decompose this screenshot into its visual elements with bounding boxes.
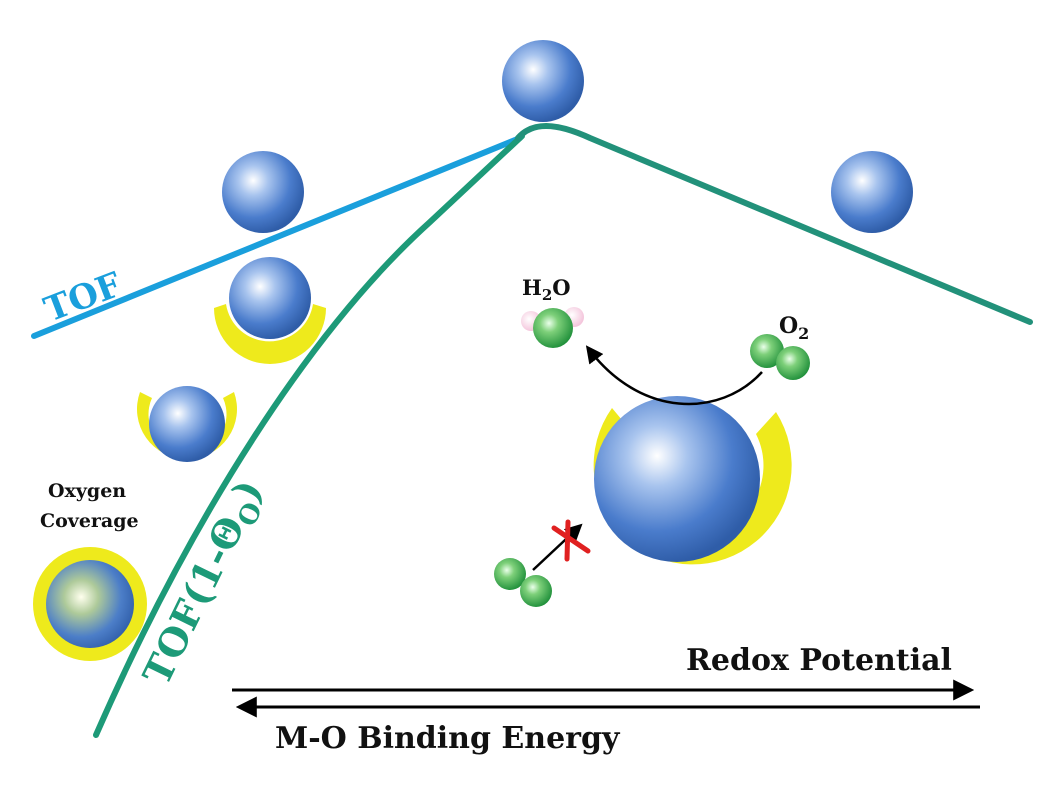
- sphere-large-coverage: [593, 396, 792, 565]
- volcano-right-branch: [515, 123, 1033, 325]
- sphere-medium-coverage: [136, 386, 237, 462]
- tof-theta-curve: [93, 133, 525, 738]
- bare-sphere-right: [831, 151, 913, 233]
- o2-label: O2: [779, 313, 809, 343]
- o2-molecule-blocked: [494, 558, 552, 607]
- bare-sphere-left: [222, 151, 304, 233]
- sphere-full-coverage: [33, 547, 147, 661]
- cross-mark-icon: [551, 519, 591, 562]
- oxygen-label: Oxygen: [48, 480, 126, 502]
- sphere-low-coverage: [214, 257, 326, 364]
- o2-molecule: [750, 334, 810, 380]
- curved-arrow-icon: [585, 345, 763, 406]
- binding-energy-label: M-O Binding Energy: [275, 721, 621, 756]
- h2o-label: H2O: [522, 275, 571, 304]
- blocked-adsorption-arrow: [532, 523, 583, 571]
- redox-potential-label: Redox Potential: [686, 643, 952, 678]
- coverage-label: Coverage: [40, 510, 139, 532]
- tof-label: TOF: [39, 265, 127, 331]
- tof-line: [31, 135, 523, 339]
- tof-theta-label: TOF(1-ΘO): [134, 472, 277, 694]
- peak-sphere: [502, 40, 584, 122]
- h2o-molecule: [521, 307, 584, 348]
